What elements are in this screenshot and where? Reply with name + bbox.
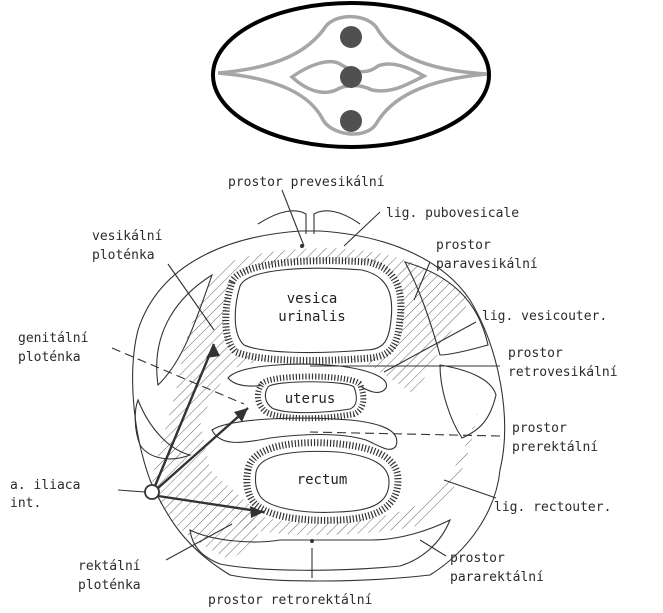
leader-iliaca xyxy=(118,490,145,492)
label-pararektalni-1: prostor xyxy=(450,551,505,566)
leader-prevesikalni xyxy=(282,190,304,246)
label-lig-pubovesicale: lig. pubovesicale xyxy=(386,206,519,221)
label-retrovesikalni-1: prostor xyxy=(508,346,563,361)
label-retrovesikalni-2: retrovesikální xyxy=(508,365,618,380)
inset-bladder-dot xyxy=(340,26,362,48)
label-rectum: rectum xyxy=(297,472,348,488)
inset-schematic xyxy=(213,3,489,147)
label-prerektalni-1: prostor xyxy=(512,421,567,436)
label-rektalni-1: rektální xyxy=(78,559,141,574)
label-urinalis: urinalis xyxy=(278,309,345,325)
lateral-space-right xyxy=(440,365,496,438)
labels: prostor prevesikální lig. pubovesicale v… xyxy=(10,175,618,608)
label-prostor-prevesikalni: prostor prevesikální xyxy=(228,175,385,190)
label-genitalni-2: ploténka xyxy=(18,350,81,365)
label-vesikalni-2: ploténka xyxy=(92,248,155,263)
iliac-artery xyxy=(145,485,159,499)
inset-uterus-dot xyxy=(340,66,362,88)
label-lig-vesicouter: lig. vesicouter. xyxy=(482,309,607,324)
label-vesikalni-1: vesikální xyxy=(92,229,162,244)
label-iliaca-1: a. iliaca xyxy=(10,478,80,493)
retrorectal-dot xyxy=(310,539,314,543)
label-retrorektalni: prostor retrorektální xyxy=(208,593,372,608)
label-uterus: uterus xyxy=(285,391,336,407)
inset-rectum-dot xyxy=(340,110,362,132)
label-prerektalni-2: prerektální xyxy=(512,440,598,455)
label-genitalni-1: genitální xyxy=(18,331,88,346)
label-rektalni-2: ploténka xyxy=(78,578,141,593)
label-lig-rectouter: lig. rectouter. xyxy=(494,500,611,515)
label-iliaca-2: int. xyxy=(10,496,41,511)
label-pararektalni-2: pararektální xyxy=(450,570,544,585)
label-paravesikalni-2: paravesikální xyxy=(436,257,538,272)
label-paravesikalni-1: prostor xyxy=(436,238,491,253)
label-vesica: vesica xyxy=(287,291,338,307)
